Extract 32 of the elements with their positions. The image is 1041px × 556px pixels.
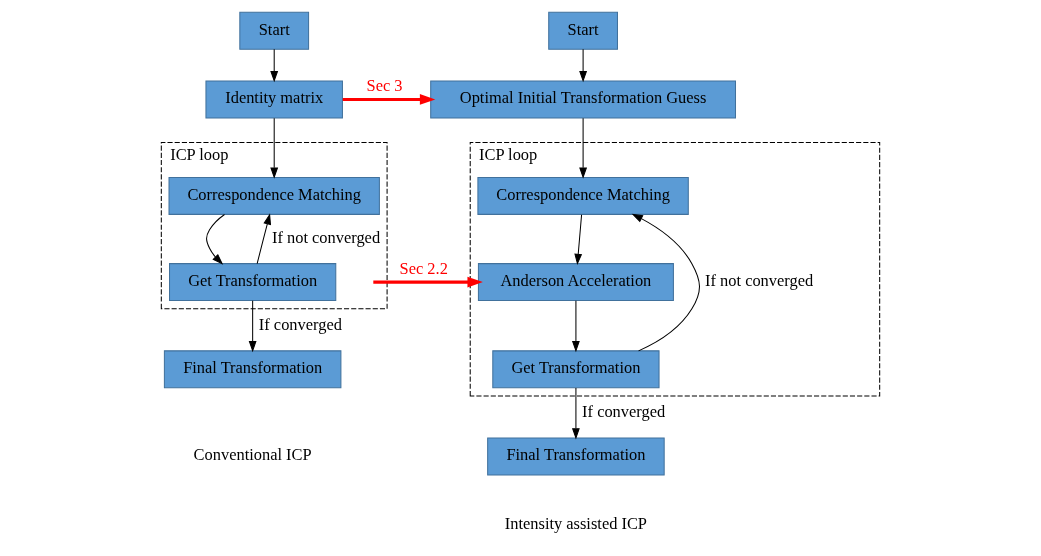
arrow — [256, 213, 272, 265]
arrow — [571, 387, 580, 440]
arrow — [270, 48, 279, 83]
node-box: Correspondence Matching — [477, 176, 689, 215]
node-box: Final Transformation — [163, 350, 342, 389]
node-box: Start — [548, 11, 618, 50]
edge-label: If converged — [582, 402, 666, 422]
node-box: Identity matrix — [205, 80, 343, 119]
arrow — [248, 300, 257, 353]
arrow — [206, 214, 226, 265]
arrow — [571, 300, 580, 353]
arrow — [574, 214, 583, 266]
edge-label: Sec 2.2 — [399, 258, 448, 278]
arrow — [373, 276, 483, 288]
label: Conventional ICP — [193, 445, 312, 465]
arrow — [270, 117, 279, 179]
edge-label: Sec 3 — [366, 76, 403, 96]
node-box: Final Transformation — [487, 437, 665, 476]
arrow — [579, 48, 588, 83]
arrow — [631, 213, 700, 352]
node-box: Get Transformation — [169, 263, 337, 302]
arrow — [579, 117, 588, 179]
node-box: Anderson Acceleration — [477, 263, 674, 302]
node-box: Correspondence Matching — [168, 176, 380, 215]
node-box: Start — [239, 11, 310, 50]
node-box: Get Transformation — [492, 350, 660, 389]
edge-label: If not converged — [271, 227, 381, 247]
edge-label: If not converged — [705, 271, 814, 290]
label: Intensity assisted ICP — [504, 514, 648, 534]
node-box: Optimal Initial Transformation Guess — [430, 80, 736, 119]
edge-label: If converged — [258, 315, 342, 335]
arrow — [342, 94, 436, 105]
